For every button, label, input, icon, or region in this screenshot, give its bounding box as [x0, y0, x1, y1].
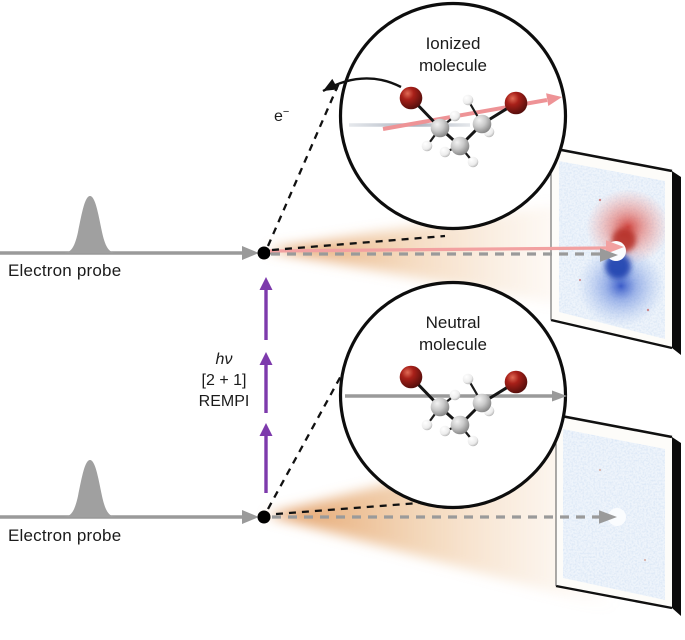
ejected-electron-label: e−	[274, 106, 290, 125]
diffraction-blue-lobe	[577, 245, 665, 327]
neutral-molecule-title: Neutral molecule	[418, 313, 488, 354]
unscattered-beam-dashed-bottom	[272, 510, 617, 524]
ionized-molecule-title: Ionized molecule	[418, 34, 488, 75]
detector-top	[550, 146, 681, 355]
ion-trajectory-arrow	[269, 240, 624, 254]
ejected-electron-arrow	[322, 77, 402, 93]
probe-pulse-top	[62, 196, 118, 253]
callout-circle-ionized	[338, 1, 568, 231]
callout-line-top-left	[266, 82, 341, 247]
electron-probe-label-bottom: Electron probe	[8, 526, 122, 545]
rempi-annotation: hν [2 + 1] REMPI	[174, 349, 274, 412]
rempi-order-label: [2 + 1]	[201, 372, 247, 389]
electron-beam-bottom	[0, 460, 271, 524]
scattering-cone-bottom	[267, 430, 648, 618]
photon-arrows	[259, 277, 273, 493]
callout-line-bottom-right	[275, 501, 420, 516]
photon-energy-label: hν	[215, 351, 233, 368]
callout-line-top-right	[271, 234, 446, 252]
interaction-point-bottom	[257, 510, 271, 524]
electron-beam-top	[0, 196, 271, 260]
beam-arrowhead-top	[242, 246, 259, 260]
detector-bottom	[555, 413, 681, 616]
beam-arrowhead-bottom	[242, 510, 259, 524]
callout-circle-neutral	[338, 280, 568, 510]
interaction-point-top	[257, 246, 271, 260]
unscattered-beam-dashed-top	[271, 248, 618, 262]
callout-line-bottom-left	[266, 373, 344, 510]
detector-side-edge-top	[672, 171, 681, 355]
neutral-beam-arrow	[345, 390, 567, 402]
electron-probe-label-top: Electron probe	[8, 261, 122, 280]
probe-pulse-bottom	[62, 460, 118, 517]
detector-side-edge-bottom	[672, 437, 681, 616]
rempi-method-label: REMPI	[198, 393, 250, 410]
